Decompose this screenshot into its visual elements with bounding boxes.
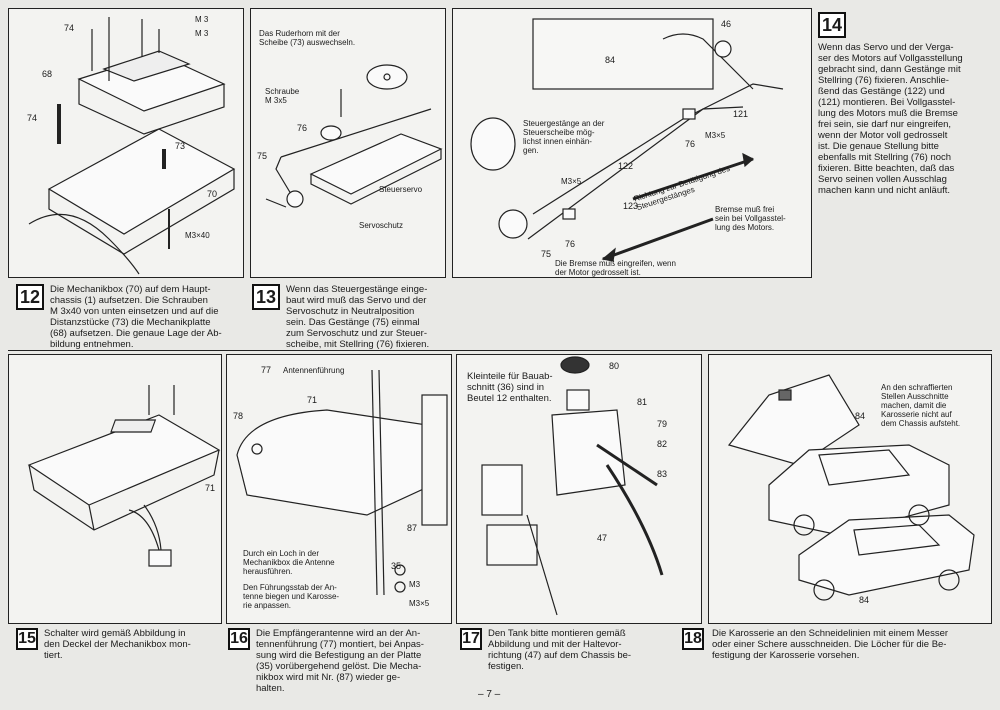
step-number-15: 15: [16, 628, 38, 650]
part-75-label: 75: [257, 151, 268, 161]
switch-illustration: [27, 385, 221, 567]
step-number-13: 13: [252, 284, 280, 310]
m3x40-label: M3×40: [185, 231, 210, 240]
step-15-text: Schalter wird gemäß Abbildung in den Dec…: [44, 628, 191, 661]
part-47-label: 47: [597, 533, 608, 543]
schraube-label: Schraube M 3x5: [265, 87, 300, 105]
part-77-label: 77: [261, 365, 272, 375]
steuergestaenge-note: Steuergestänge an der Steuerscheibe mög-…: [523, 119, 605, 155]
part-123-label: 123: [623, 201, 639, 211]
part-121-label: 121: [733, 109, 749, 119]
m3x5-label-b: M3×5: [561, 177, 582, 186]
m3-label-b: M 3: [195, 29, 209, 38]
step-16-text: Die Empfängerantenne wird an der An- ten…: [256, 628, 424, 694]
panel-step-17: Kleinteile für Bauab- schnitt (36) sind …: [456, 354, 702, 624]
m3-label: M3: [409, 580, 421, 589]
m3x5-label-a: M3×5: [705, 131, 726, 140]
step-number-16: 16: [228, 628, 250, 650]
m3x5-label: M3×5: [409, 599, 430, 608]
part-71-label: 71: [307, 395, 318, 405]
steuerservo-label: Steuerservo: [379, 185, 423, 194]
fuehrung-note: Den Führungsstab der An- tenne biegen un…: [243, 583, 340, 610]
step-12-text: Die Mechanikbox (70) auf dem Haupt- chas…: [50, 284, 222, 350]
step-13-text: Wenn das Steuergestänge einge- baut wird…: [286, 284, 430, 350]
part-87-label: 87: [407, 523, 418, 533]
antennenfuehrung-label: Antennenführung: [283, 366, 345, 375]
bremse-frei-note: Bremse muß frei sein bei Vollgasstel- lu…: [715, 205, 786, 232]
servo-linkage-illustration: [265, 64, 443, 208]
part-74-label: 74: [64, 23, 75, 33]
part-75-label: 75: [541, 249, 552, 259]
row-divider: [8, 350, 992, 351]
step-number-14: 14: [818, 12, 846, 38]
part-68-label: 68: [42, 69, 53, 79]
step-number-17: 17: [460, 628, 482, 650]
ruderhorn-note: Das Ruderhorn mit der Scheibe (73) auswe…: [259, 29, 356, 47]
part-74b-label: 74: [27, 113, 38, 123]
loch-note: Durch ein Loch in der Mechanikbox die An…: [243, 549, 335, 576]
step-number-18: 18: [682, 628, 704, 650]
part-76-label-b: 76: [565, 239, 576, 249]
part-35-label: 35: [391, 561, 402, 571]
part-79-label: 79: [657, 419, 668, 429]
schraffiert-note: An den schraffierten Stellen Ausschnitte…: [881, 383, 961, 428]
part-84-label: 84: [605, 55, 616, 65]
part-78-label: 78: [233, 411, 244, 421]
page-number: – 7 –: [478, 689, 501, 700]
step-14-text: Wenn das Servo und der Verga- ser des Mo…: [818, 42, 963, 196]
part-46-label: 46: [721, 19, 732, 29]
part-71-label: 71: [205, 483, 216, 493]
servoschutz-label: Servoschutz: [359, 221, 404, 230]
bremse-eingreifen-note: Die Bremse muß eingreifen, wenn der Moto…: [555, 259, 676, 277]
part-84-label-a: 84: [855, 411, 866, 421]
tank-illustration: [481, 356, 664, 616]
panel-step-18: An den schraffierten Stellen Ausschnitte…: [708, 354, 992, 624]
antenna-illustration: [236, 369, 448, 596]
m3-label-a: M 3: [195, 15, 209, 24]
part-122-label: 122: [618, 161, 634, 171]
part-83-label: 83: [657, 469, 668, 479]
step-18-text: Die Karosserie an den Schneidelinien mit…: [712, 628, 949, 661]
panel-step-16: 77 Antennenführung 78 71 87 35 Durch ein…: [226, 354, 452, 624]
panel-step-12: 74 68 74 73 70 M 3 M 3 M3×40: [8, 8, 244, 278]
part-80-label: 80: [609, 361, 620, 371]
panel-step-15: 71: [8, 354, 222, 624]
part-82-label: 82: [657, 439, 668, 449]
part-70-label: 70: [207, 189, 218, 199]
body-shell-illustration: [727, 374, 975, 601]
step-number-12: 12: [16, 284, 44, 310]
panel-step-14: Steuergestänge an der Steuerscheibe mög-…: [452, 8, 812, 278]
kleinteile-note: Kleinteile für Bauab- schnitt (36) sind …: [467, 371, 553, 404]
mechanikbox-illustration: [28, 17, 236, 275]
part-81-label: 81: [637, 397, 648, 407]
throttle-brake-illustration: [470, 18, 784, 262]
part-84-label-b: 84: [859, 595, 870, 605]
part-76-label: 76: [297, 123, 308, 133]
part-76-label-a: 76: [685, 139, 696, 149]
step-17-text: Den Tank bitte montieren gemäß Abbildung…: [488, 628, 632, 672]
part-73-label: 73: [175, 141, 186, 151]
panel-step-13: Das Ruderhorn mit der Scheibe (73) auswe…: [250, 8, 446, 278]
